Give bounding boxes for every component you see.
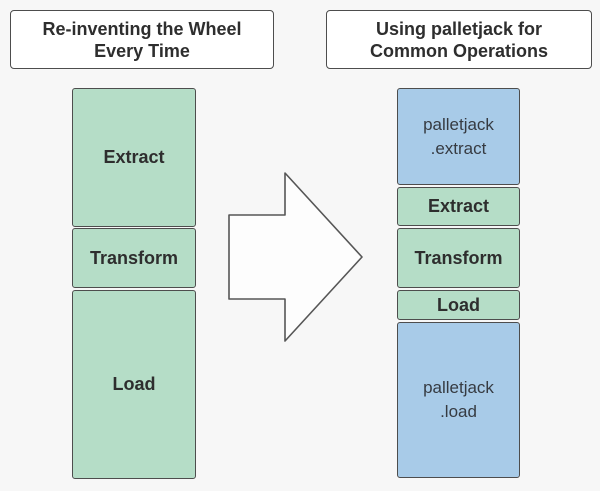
left-node-load: Load: [72, 290, 196, 479]
right-node-palletjack-load-label: palletjack .load: [423, 378, 494, 421]
right-node-palletjack-extract: palletjack .extract: [397, 88, 520, 185]
right-title-line1: Using palletjack for: [375, 18, 543, 39]
right-node-load: Load: [397, 290, 520, 320]
right-arrow-icon: [228, 172, 363, 342]
right-node-palletjack-load: palletjack .load: [397, 322, 520, 478]
left-column-title: Re-inventing the Wheel Every Time: [10, 10, 274, 69]
left-node-transform: Transform: [72, 228, 196, 288]
right-title-line2: Common Operations: [369, 40, 548, 61]
left-node-extract-label: Extract: [103, 147, 165, 167]
left-node-extract: Extract: [72, 88, 196, 227]
right-node-extract: Extract: [397, 187, 520, 226]
transition-arrow: [225, 169, 367, 349]
right-node-transform: Transform: [397, 228, 520, 288]
right-node-extract-label: Extract: [427, 196, 490, 216]
left-title-line2: Every Time: [94, 40, 190, 61]
right-node-load-label: Load: [437, 294, 480, 315]
left-node-load-label: Load: [112, 374, 156, 394]
left-title-line1: Re-inventing the Wheel: [42, 18, 242, 39]
right-node-palletjack-extract-label: palletjack .extract: [423, 114, 494, 158]
right-column-title: Using palletjack for Common Operations: [326, 10, 592, 69]
right-node-transform-label: Transform: [414, 247, 503, 268]
left-node-transform-label: Transform: [89, 247, 179, 268]
